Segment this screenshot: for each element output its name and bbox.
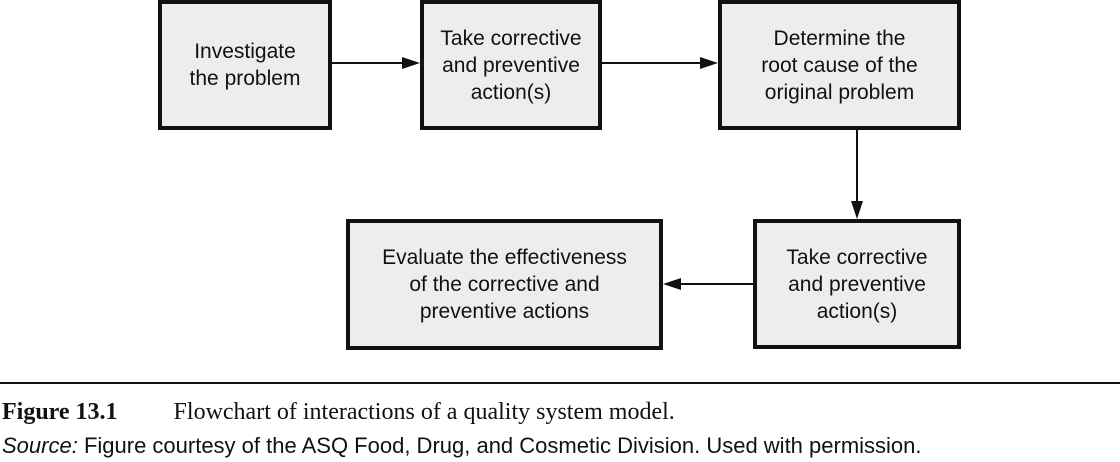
caption-divider-rule: [0, 382, 1120, 384]
arrow-left-icon: [663, 278, 681, 290]
source-attribution: Source: Figure courtesy of the ASQ Food,…: [2, 432, 922, 460]
arrow-corrective1-to-rootcause-line: [602, 62, 702, 64]
flowchart-box-take-corrective-preventive-2: Take corrective and preventive action(s): [753, 219, 961, 349]
figure-title: Flowchart of interactions of a quality s…: [173, 399, 675, 425]
box-label: Investigate the problem: [189, 40, 301, 90]
box-label: Evaluate the effectiveness of the correc…: [382, 246, 627, 323]
arrow-down-icon: [851, 201, 863, 219]
flowchart-box-investigate-problem: Investigate the problem: [158, 0, 332, 130]
flowchart-box-determine-root-cause: Determine the root cause of the original…: [718, 0, 961, 130]
figure-number-label: Figure 13.1: [2, 399, 118, 425]
arrow-right-icon: [700, 57, 718, 69]
source-text: Figure courtesy of the ASQ Food, Drug, a…: [77, 433, 922, 458]
arrow-rootcause-to-corrective2-line: [856, 130, 858, 203]
arrow-investigate-to-corrective1-line: [332, 62, 404, 64]
flowchart-box-evaluate-effectiveness: Evaluate the effectiveness of the correc…: [346, 219, 663, 350]
box-label: Determine the root cause of the original…: [761, 26, 918, 104]
arrow-corrective2-to-evaluate-line: [679, 283, 753, 285]
source-label: Source:: [2, 433, 78, 458]
box-label: Take corrective and preventive action(s): [786, 245, 928, 323]
arrow-right-icon: [402, 57, 420, 69]
box-label: Take corrective and preventive action(s): [440, 26, 582, 104]
figure-caption: Figure 13.1 Flowchart of interactions of …: [2, 397, 675, 428]
flowchart-box-take-corrective-preventive-1: Take corrective and preventive action(s): [420, 0, 602, 130]
